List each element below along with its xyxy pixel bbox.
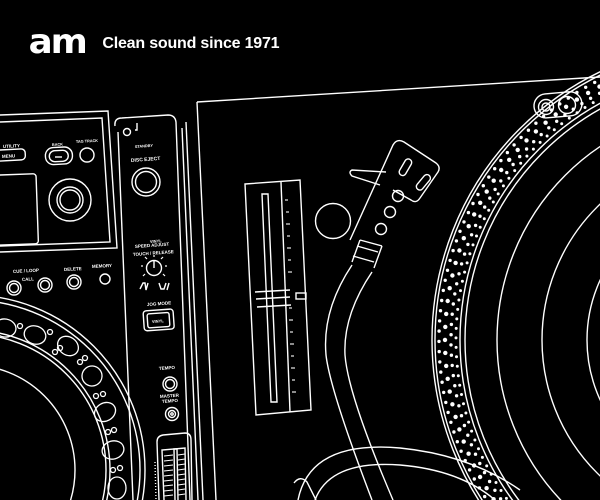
cue-loop-label: CUE / LOOP	[13, 268, 39, 274]
cdj-labels: UTILITY MENU BACK TAG TRACK STANDBY DISC…	[2, 139, 180, 404]
delete-label: DELETE	[64, 266, 82, 272]
back-label: BACK	[52, 142, 63, 147]
jog-mode-label: JOG MODE	[147, 300, 172, 307]
utility-label: UTILITY	[3, 143, 20, 149]
tag-track-label: TAG TRACK	[76, 139, 99, 144]
call-label: CALL	[22, 276, 34, 282]
standby-label: STANDBY	[135, 144, 154, 149]
platter-strobe-dots	[437, 80, 600, 500]
vinyl-label: VINYL	[150, 238, 163, 244]
cdj-player	[0, 110, 204, 500]
master-label: MASTER	[160, 393, 180, 399]
disc-eject-label: DISC EJECT	[131, 156, 161, 164]
memory-label: MEMORY	[92, 263, 112, 269]
tempo-label: TEMPO	[159, 365, 176, 371]
master-tempo-label: TEMPO	[162, 398, 179, 404]
speed-adjust-label: SPEED ADJUST	[135, 242, 170, 249]
header: am Clean sound since 1971	[28, 22, 280, 62]
menu-label: MENU	[2, 153, 15, 159]
turntable	[196, 71, 600, 500]
touch-release-label: TOUCH / RELEASE	[133, 249, 174, 257]
brand-tagline: Clean sound since 1971	[102, 34, 280, 52]
vinyl-button-label: VINYL	[152, 318, 165, 324]
brand-logo[interactable]: am	[28, 22, 88, 62]
